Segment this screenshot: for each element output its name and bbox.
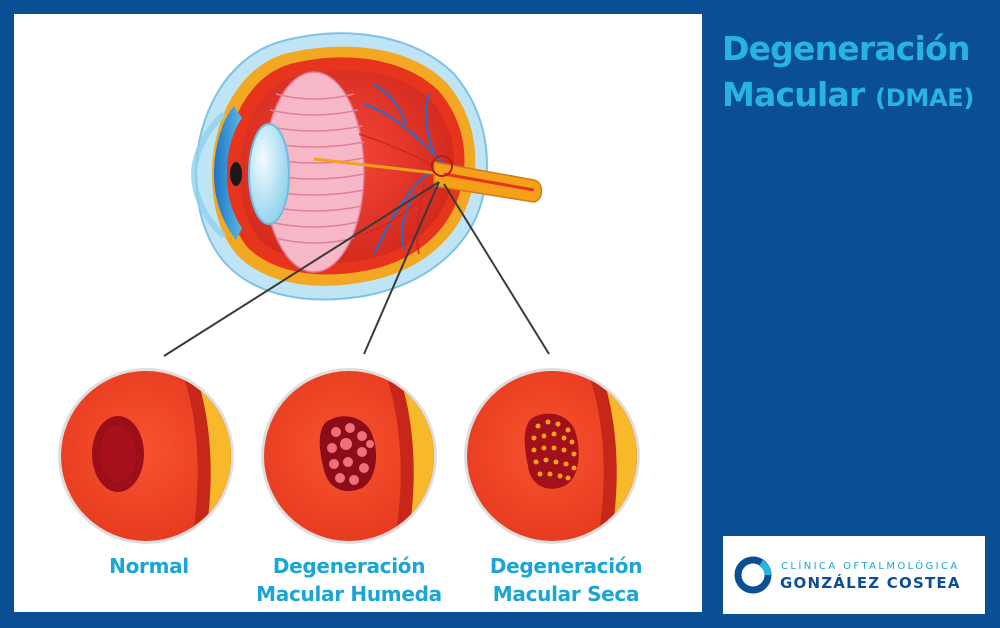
caption-wet: Degeneración Macular Humeda bbox=[244, 552, 454, 608]
caption-dry-line1: Degeneración bbox=[489, 554, 643, 578]
eyeball bbox=[190, 32, 543, 301]
logo-subtitle: CLÍNICA OFTALMOLÓGICA bbox=[781, 561, 960, 572]
logo-name: GONZÁLEZ COSTEA bbox=[780, 574, 961, 592]
lens bbox=[248, 123, 290, 225]
title-abbr: (DMAE) bbox=[875, 84, 975, 112]
clinic-logo: CLÍNICA OFTALMOLÓGICA GONZÁLEZ COSTEA bbox=[723, 536, 985, 614]
caption-dry: Degeneración Macular Seca bbox=[466, 552, 666, 608]
caption-normal: Normal bbox=[74, 552, 224, 580]
dry-amd-circle bbox=[460, 364, 644, 548]
page-title: Degeneración Macular (DMAE) bbox=[722, 26, 974, 121]
caption-normal-line1: Normal bbox=[109, 554, 189, 578]
illustration-panel: Normal Degeneración Macular Humeda Degen… bbox=[14, 14, 702, 612]
macula-marker bbox=[431, 155, 453, 177]
title-line2: Macular bbox=[722, 75, 865, 114]
wet-amd-circle bbox=[257, 364, 441, 548]
eye-anatomy-illustration bbox=[54, 32, 644, 548]
caption-dry-line2: Macular Seca bbox=[492, 582, 640, 606]
pointer-lines bbox=[163, 181, 550, 357]
logo-ring-icon bbox=[734, 556, 772, 594]
caption-wet-line1: Degeneración bbox=[272, 554, 426, 578]
normal-macula-circle bbox=[54, 364, 238, 548]
iris bbox=[214, 106, 242, 240]
caption-wet-line2: Macular Humeda bbox=[256, 582, 442, 606]
cornea bbox=[190, 111, 227, 239]
title-line1: Degeneración bbox=[722, 29, 970, 68]
